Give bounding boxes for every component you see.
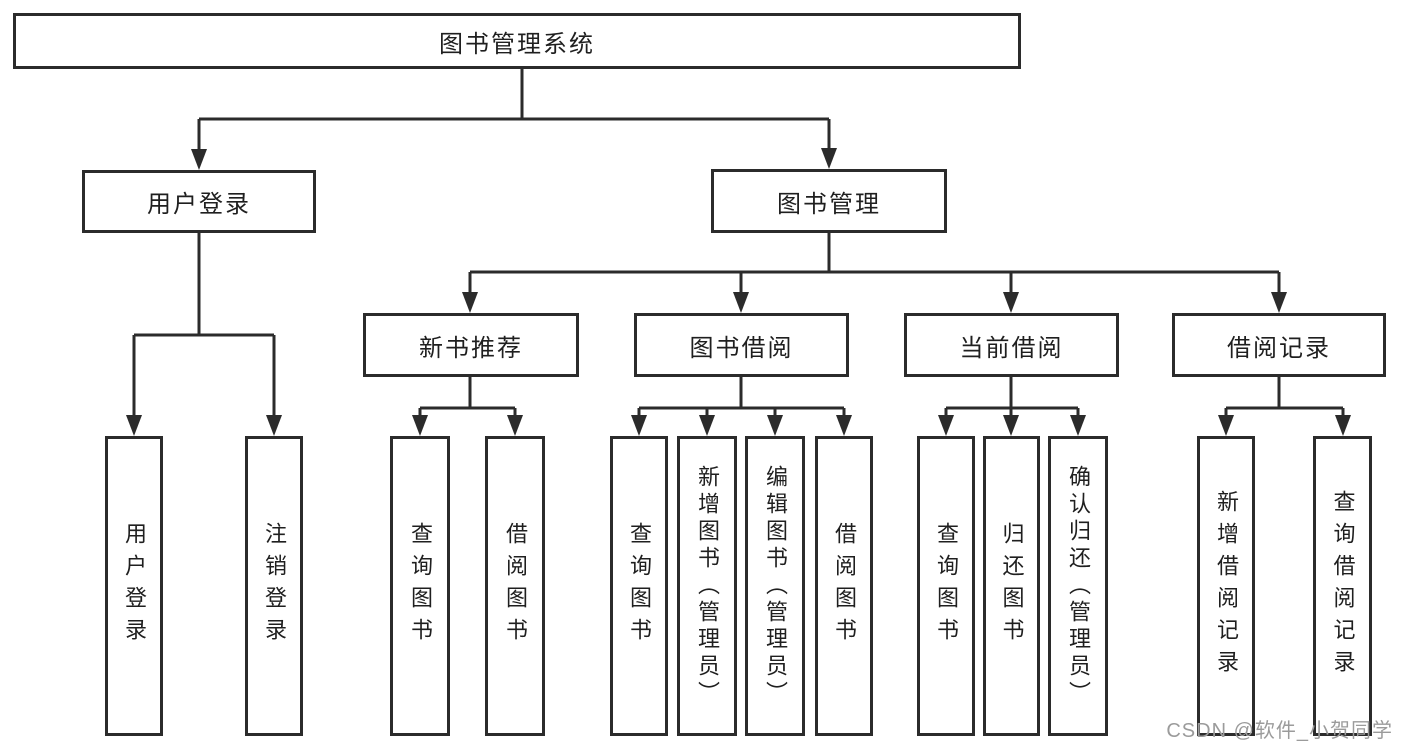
leaf-borrow-books: 借阅图书 [815,436,873,736]
node-label: 借阅记录 [1227,334,1331,362]
node-user-login: 用户登录 [82,170,316,233]
node-label: 借阅图书 [503,522,528,650]
leaf-query-books-borrowing: 查询图书 [610,436,668,736]
node-label: 查询图书 [627,522,652,650]
leaf-user-login: 用户登录 [105,436,163,736]
node-label: 查询借阅记录 [1330,490,1356,682]
leaf-edit-books-admin: 编辑图书（管理员） [745,436,805,736]
node-book-management: 图书管理 [711,169,947,233]
node-label: 用户登录 [147,191,251,218]
node-label: 确认归还（管理员） [1066,464,1091,708]
leaf-query-books-current: 查询图书 [917,436,975,736]
node-label: 图书管理系统 [439,30,595,58]
leaf-return-books: 归还图书 [983,436,1040,736]
node-book-borrowing: 图书借阅 [634,313,849,377]
node-label: 归还图书 [999,522,1025,650]
leaf-add-borrow-record: 新增借阅记录 [1197,436,1255,736]
leaf-borrow-books-recommend: 借阅图书 [485,436,545,736]
watermark: CSDN @软件_小贺同学 [1166,720,1393,742]
node-new-book-recommend: 新书推荐 [363,313,579,377]
node-label: 借阅图书 [832,522,857,650]
node-root: 图书管理系统 [13,13,1021,69]
node-label: 新增图书（管理员） [695,464,720,708]
node-label: 编辑图书（管理员） [763,464,788,708]
node-label: 当前借阅 [959,334,1064,362]
leaf-query-books-recommend: 查询图书 [390,436,450,736]
node-label: 新增借阅记录 [1214,490,1239,682]
leaf-confirm-return-admin: 确认归还（管理员） [1048,436,1108,736]
node-label: 查询图书 [934,522,959,650]
leaf-logout: 注销登录 [245,436,303,736]
leaf-query-borrow-record: 查询借阅记录 [1313,436,1372,736]
leaf-add-books-admin: 新增图书（管理员） [677,436,737,736]
node-current-borrowing: 当前借阅 [904,313,1119,377]
node-label: 图书借阅 [689,334,794,362]
node-borrow-records: 借阅记录 [1172,313,1386,377]
node-label: 注销登录 [262,522,287,650]
node-label: 用户登录 [122,522,147,650]
node-label: 图书管理 [777,190,881,218]
node-label: 查询图书 [408,522,433,650]
node-label: 新书推荐 [419,334,523,362]
